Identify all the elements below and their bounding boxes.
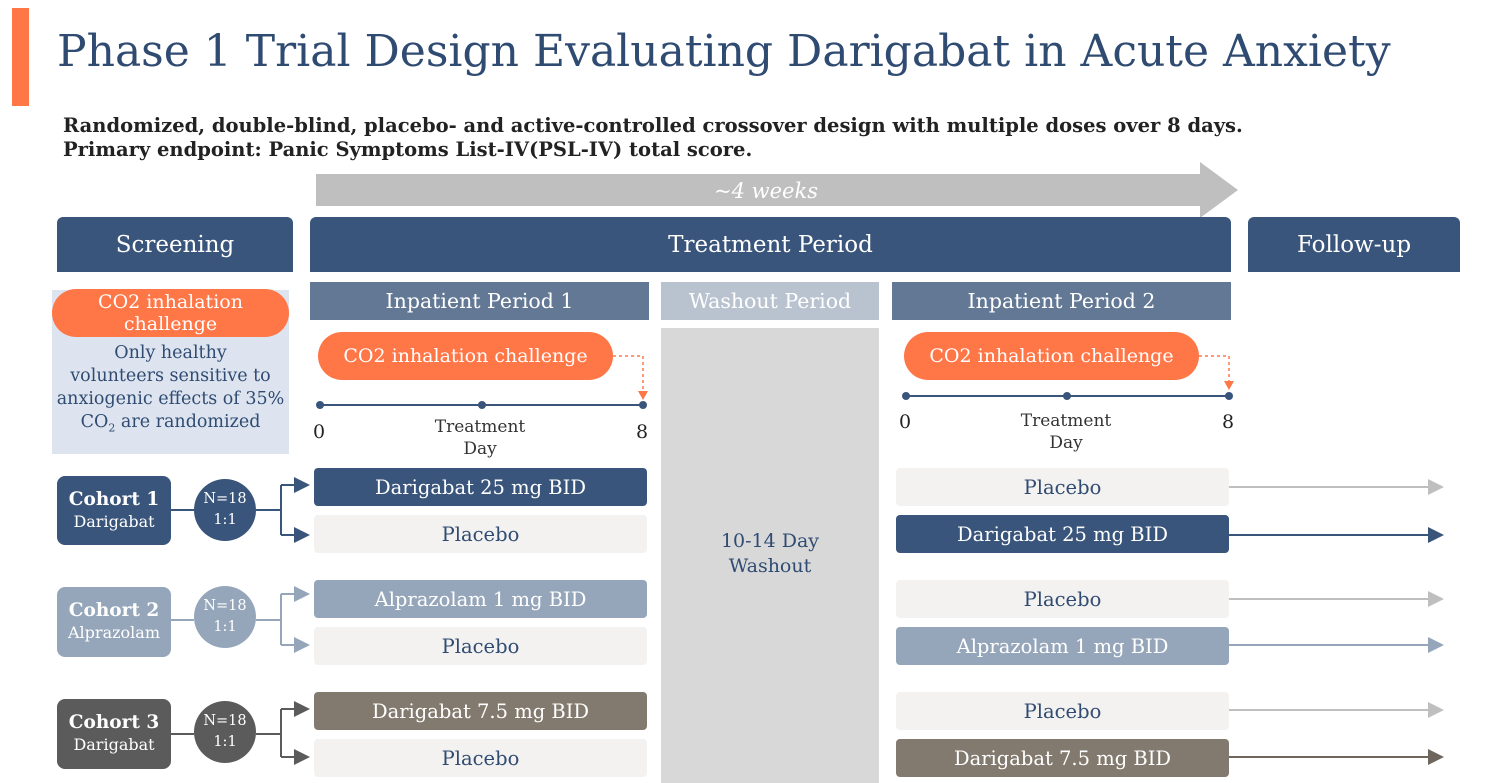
duration-arrow (316, 162, 1238, 218)
duration-label: ~4 weeks (714, 179, 818, 203)
cohort-3-n-circle: N=18 1:1 (194, 701, 256, 763)
randomized-text: are randomized (115, 412, 261, 432)
period1-treatment-day-label: Treatment Day (420, 416, 540, 460)
cohort-2-period2-arm-b: Alprazolam 1 mg BID (896, 627, 1229, 665)
cohort-3-box: Cohort 3 Darigabat (57, 699, 171, 769)
subtitle: Randomized, double-blind, placebo- and a… (63, 114, 1243, 162)
header-treatment-period: Treatment Period (310, 217, 1231, 272)
screening-criteria-line4: CO2 are randomized (81, 411, 261, 440)
period2-treatment-day-label: Treatment Day (1006, 410, 1126, 454)
screening-co2-challenge-pill: CO2 inhalation challenge (52, 289, 289, 337)
cohort-2-ratio: 1:1 (213, 619, 237, 635)
subheader-inpatient-period-1: Inpatient Period 1 (310, 282, 649, 320)
period2-co2-challenge-pill: CO2 inhalation challenge (904, 332, 1199, 380)
period1-treatment-label-line1: Treatment (434, 417, 526, 437)
cohort-2-n-circle: N=18 1:1 (194, 586, 256, 648)
screening-criteria-line2: volunteers sensitive to (70, 366, 271, 386)
cohort-3-period2-arm-a: Placebo (896, 692, 1229, 730)
screening-criteria-line1: Only healthy (114, 343, 227, 363)
cohort-1-period2-arm-b: Darigabat 25 mg BID (896, 515, 1229, 553)
cohort-3-drug: Darigabat (73, 735, 155, 754)
washout-duration-line1: 10-14 Day (720, 530, 820, 552)
cohort-2-period2-arm-a: Placebo (896, 580, 1229, 618)
cohort-1-name: Cohort 1 (68, 488, 160, 510)
cohort-3-ratio: 1:1 (213, 734, 237, 750)
cohort-connectors (171, 477, 1444, 765)
cohort-2-drug: Alprazolam (68, 623, 160, 642)
cohort-1-period1-arm-b: Placebo (314, 515, 647, 553)
cohort-2-name: Cohort 2 (68, 600, 160, 621)
period1-timeline (316, 355, 648, 409)
screening-challenge-line2: challenge (123, 313, 218, 335)
cohort-2-period1-arm-a: Alprazolam 1 mg BID (314, 580, 647, 618)
screening-criteria-text: Only healthy volunteers sensitive to anx… (52, 342, 289, 440)
period1-day-end: 8 (636, 421, 649, 443)
subheader-inpatient-period-2: Inpatient Period 2 (892, 282, 1231, 320)
title-accent-bar (12, 8, 29, 106)
cohort-1-box: Cohort 1 Darigabat (57, 476, 171, 545)
page-title: Phase 1 Trial Design Evaluating Darigaba… (57, 26, 1391, 77)
cohort-3-n: N=18 (203, 713, 247, 729)
period2-treatment-label-line1: Treatment (1020, 411, 1112, 431)
washout-duration-line2: Washout (728, 555, 812, 577)
screening-criteria-line3: anxiogenic effects of 35% (56, 389, 285, 409)
period2-day-end: 8 (1222, 411, 1235, 433)
cohort-3-period2-arm-b: Darigabat 7.5 mg BID (896, 739, 1229, 777)
header-follow-up: Follow-up (1248, 217, 1460, 272)
cohort-1-n: N=18 (203, 491, 247, 507)
cohort-2-period1-arm-b: Placebo (314, 627, 647, 665)
cohort-1-drug: Darigabat (73, 511, 155, 531)
subtitle-endpoint: Primary endpoint: Panic Symptoms List-IV… (63, 138, 753, 161)
cohort-1-period2-arm-a: Placebo (896, 468, 1229, 506)
cohort-1-ratio: 1:1 (213, 512, 237, 528)
period2-day-start: 0 (899, 411, 912, 433)
washout-column (661, 328, 879, 783)
subtitle-design: Randomized, double-blind, placebo- and a… (63, 114, 1243, 137)
period1-co2-challenge-pill: CO2 inhalation challenge (318, 332, 613, 380)
screening-challenge-line1: CO2 inhalation (98, 291, 243, 313)
cohort-3-period1-arm-b: Placebo (314, 739, 647, 777)
cohort-3-name: Cohort 3 (68, 712, 160, 733)
period1-treatment-label-line2: Day (463, 439, 497, 459)
co2-text: CO (80, 412, 109, 432)
cohort-3-period1-arm-a: Darigabat 7.5 mg BID (314, 692, 647, 730)
co2-subscript: 2 (108, 421, 116, 435)
cohort-1-n-circle: N=18 1:1 (194, 479, 256, 541)
period2-treatment-label-line2: Day (1049, 433, 1083, 453)
subheader-washout-period: Washout Period (661, 282, 879, 320)
washout-duration: 10-14 Day Washout (661, 528, 879, 580)
cohort-1-period1-arm-a: Darigabat 25 mg BID (314, 468, 647, 506)
cohort-2-n: N=18 (203, 598, 247, 614)
cohort-2-box: Cohort 2 Alprazolam (57, 587, 171, 657)
period1-day-start: 0 (313, 421, 326, 443)
period2-timeline (902, 355, 1234, 400)
header-screening: Screening (57, 217, 293, 272)
